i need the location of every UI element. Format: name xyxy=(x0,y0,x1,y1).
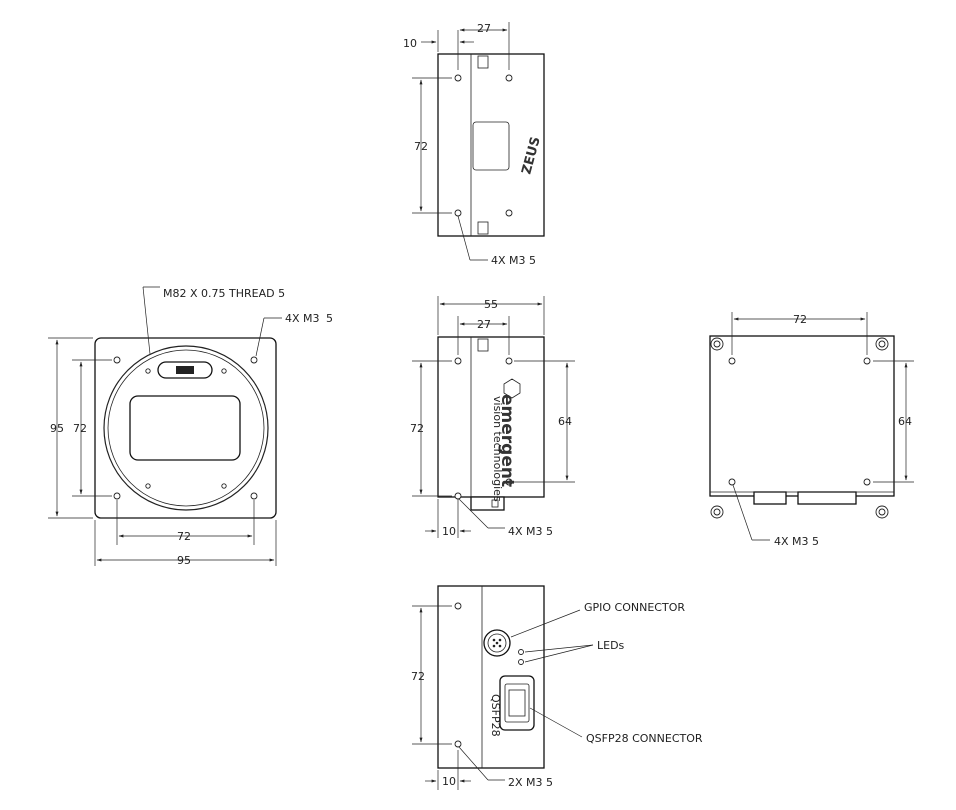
mount-hole xyxy=(113,356,121,364)
port-label: QSFP28 xyxy=(489,694,502,737)
back-view: 72 64 4X M3 5 xyxy=(709,312,914,548)
dim-label: 95 xyxy=(50,422,64,435)
dim-label: 27 xyxy=(477,22,491,35)
dim-label: 95 xyxy=(177,554,191,567)
mount-hole xyxy=(454,74,462,82)
mount-hole xyxy=(505,74,513,82)
mount-hole xyxy=(113,492,121,500)
top-view: ZEUS 10 27 72 4X M3 5 xyxy=(403,22,545,267)
mount-hole xyxy=(728,478,736,486)
dim-label: 72 xyxy=(73,422,87,435)
side-view-body xyxy=(437,336,545,498)
side-view: emergent vision technologies 55 27 72 64… xyxy=(410,296,575,538)
hole-callout: 4X M3 5 xyxy=(774,535,819,548)
mount-hole xyxy=(454,209,462,217)
led xyxy=(518,659,524,665)
top-view-body xyxy=(437,53,545,237)
qsfp28-connector-label: QSFP28 CONNECTOR xyxy=(586,732,703,745)
mount-hole xyxy=(505,357,513,365)
bottom-view: QSFP28 GPIO CONNECTOR LEDs QSFP28 CONNEC… xyxy=(411,585,703,790)
dim-label: 10 xyxy=(442,775,456,788)
mount-hole xyxy=(505,478,513,486)
hole-callout: 4X M3 xyxy=(285,312,320,325)
thread-callout: M82 X 0.75 THREAD 5 xyxy=(163,287,285,300)
brand-subtext: vision technologies xyxy=(491,396,504,502)
mount-hole xyxy=(728,357,736,365)
dim-label: 55 xyxy=(484,298,498,311)
hole-depth: 5 xyxy=(326,312,333,325)
mount-hole xyxy=(863,357,871,365)
led xyxy=(518,649,524,655)
brand-logo-emergent: emergent xyxy=(497,394,517,487)
dim-label: 72 xyxy=(177,530,191,543)
mount-hole xyxy=(454,492,462,500)
mount-hole xyxy=(250,356,258,364)
dim-label: 72 xyxy=(793,313,807,326)
dim-label: 64 xyxy=(558,415,572,428)
leds-label: LEDs xyxy=(597,639,625,652)
dim-label: 10 xyxy=(442,525,456,538)
gpio-connector-label: GPIO CONNECTOR xyxy=(584,601,685,614)
dim-label: 64 xyxy=(898,415,912,428)
hole-callout: 2X M3 5 xyxy=(508,776,553,789)
dim-label: 72 xyxy=(411,670,425,683)
brand-icon xyxy=(503,378,521,399)
front-view: M82 X 0.75 THREAD 5 4X M3 5 95 72 72 95 xyxy=(48,286,333,567)
mount-hole xyxy=(454,740,462,748)
mount-hole xyxy=(505,209,513,217)
sensor-window xyxy=(129,395,241,461)
mount-hole xyxy=(454,357,462,365)
dim-label: 27 xyxy=(477,318,491,331)
mount-hole xyxy=(250,492,258,500)
hole-callout: 4X M3 5 xyxy=(508,525,553,538)
back-view-body xyxy=(709,335,895,497)
hole-callout: 4X M3 5 xyxy=(491,254,536,267)
dim-label: 72 xyxy=(414,140,428,153)
mount-hole xyxy=(454,602,462,610)
qsfp28-connector xyxy=(499,675,535,731)
mount-hole xyxy=(863,478,871,486)
dim-label: 10 xyxy=(403,37,417,50)
dim-label: 72 xyxy=(410,422,424,435)
